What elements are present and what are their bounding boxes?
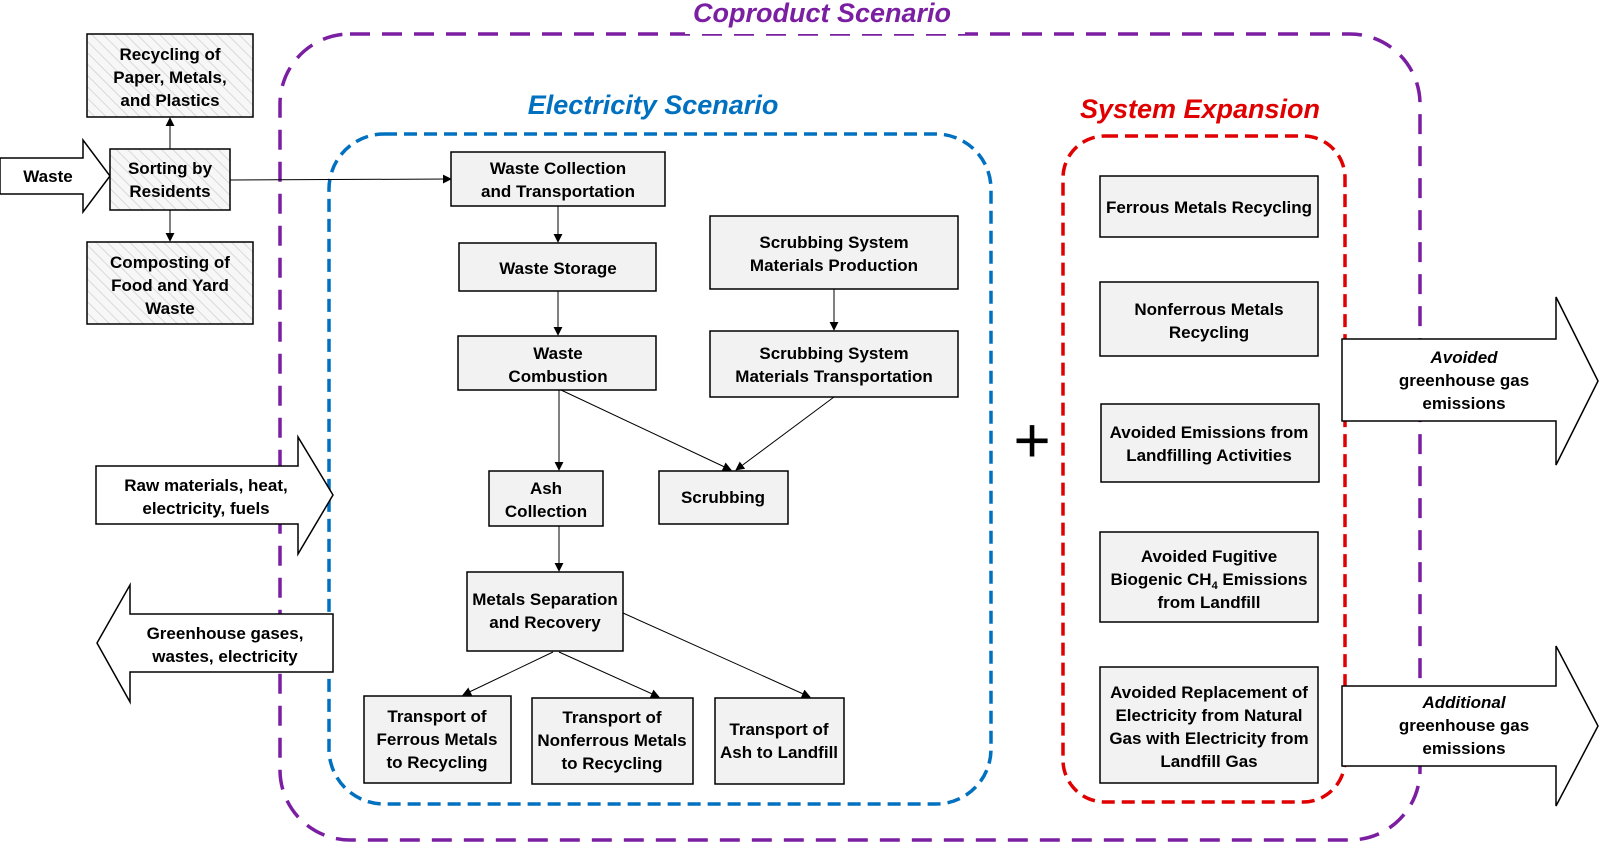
waste-combustion-box: Waste Combustion	[457, 335, 657, 391]
svg-text:from Landfill: from Landfill	[1158, 593, 1261, 612]
svg-text:electricity, fuels: electricity, fuels	[142, 499, 269, 518]
svg-text:to Recycling: to Recycling	[386, 753, 487, 772]
svg-text:Additional: Additional	[1421, 693, 1506, 712]
transport-ferrous-metals-box: Transport of Ferrous Metals to Recycling	[363, 695, 512, 784]
electricity-scenario-title: Electricity Scenario	[528, 90, 779, 120]
avoided-landfilling-emissions-box: Avoided Emissions from Landfilling Activ…	[1100, 403, 1320, 483]
waste-collection-transportation-box: Waste Collection and Transportation	[450, 151, 666, 207]
svg-text:Metals Separation: Metals Separation	[472, 590, 618, 609]
svg-text:Waste: Waste	[23, 167, 72, 186]
svg-text:wastes, electricity: wastes, electricity	[151, 647, 298, 666]
svg-text:greenhouse gas: greenhouse gas	[1399, 371, 1529, 390]
svg-text:Composting of: Composting of	[110, 253, 230, 272]
composting-food-yard-box: Composting of Food and Yard Waste	[86, 241, 254, 325]
ash-collection-box: Ash Collection	[488, 470, 604, 527]
svg-text:Avoided Fugitive: Avoided Fugitive	[1141, 547, 1277, 566]
transport-nonferrous-metals-box: Transport of Nonferrous Metals to Recycl…	[531, 697, 694, 785]
system-expansion-title: System Expansion	[1080, 94, 1320, 124]
edge-combustion-to-scrubbing	[560, 389, 732, 471]
ferrous-metals-recycling-box: Ferrous Metals Recycling	[1099, 175, 1319, 238]
svg-text:Ferrous Metals: Ferrous Metals	[377, 730, 498, 749]
svg-text:Recycling: Recycling	[1169, 323, 1249, 342]
scrubbing-materials-transportation-box: Scrubbing System Materials Transportatio…	[709, 330, 959, 398]
svg-text:Raw materials, heat,: Raw materials, heat,	[124, 476, 287, 495]
edge-metals-to-nonferrous	[558, 651, 660, 698]
greenhouse-gases-output-arrow: Greenhouse gases, wastes, electricity	[96, 582, 334, 705]
svg-text:Sorting by: Sorting by	[128, 159, 213, 178]
waste-storage-box: Waste Storage	[458, 242, 657, 292]
svg-text:Avoided: Avoided	[1429, 348, 1498, 367]
svg-text:Avoided Replacement of: Avoided Replacement of	[1110, 683, 1308, 702]
scrubbing-box: Scrubbing	[658, 470, 789, 525]
svg-text:Gas with Electricity from: Gas with Electricity from	[1109, 729, 1308, 748]
plus-symbol: +	[1013, 404, 1050, 476]
svg-text:emissions: emissions	[1422, 739, 1505, 758]
svg-text:Waste: Waste	[145, 299, 194, 318]
edge-scrub-transport-to-scrubbing	[735, 396, 835, 471]
svg-text:Transport of: Transport of	[387, 707, 487, 726]
svg-text:Electricity from Natural: Electricity from Natural	[1115, 706, 1302, 725]
svg-text:Nonferrous Metals: Nonferrous Metals	[1134, 300, 1283, 319]
svg-text:Combustion: Combustion	[508, 367, 607, 386]
edge-metals-to-ferrous	[462, 651, 554, 696]
waste-input-arrow: Waste	[0, 137, 111, 215]
electricity-region-boundary	[327, 132, 993, 806]
svg-text:Nonferrous Metals: Nonferrous Metals	[537, 731, 686, 750]
svg-text:Waste Collection: Waste Collection	[490, 159, 626, 178]
coproduct-scenario-title: Coproduct Scenario	[693, 0, 951, 28]
svg-text:and Transportation: and Transportation	[481, 182, 635, 201]
svg-text:Waste Storage: Waste Storage	[499, 259, 616, 278]
svg-text:Scrubbing System: Scrubbing System	[759, 344, 908, 363]
avoided-ghg-output-arrow: Avoided greenhouse gas emissions	[1341, 296, 1599, 466]
svg-text:Materials Production: Materials Production	[750, 256, 918, 275]
svg-text:Residents: Residents	[129, 182, 210, 201]
edge-metals-to-ash-landfill	[622, 612, 811, 698]
raw-materials-input-arrow: Raw materials, heat, electricity, fuels	[95, 434, 334, 557]
svg-text:Transport of: Transport of	[729, 720, 829, 739]
svg-text:Recycling of: Recycling of	[119, 45, 220, 64]
svg-text:Materials Transportation: Materials Transportation	[735, 367, 932, 386]
svg-text:Paper, Metals,: Paper, Metals,	[113, 68, 226, 87]
svg-text:Transport of: Transport of	[562, 708, 662, 727]
svg-text:greenhouse gas: greenhouse gas	[1399, 716, 1529, 735]
svg-text:Waste: Waste	[533, 344, 582, 363]
avoided-electricity-replacement-box: Avoided Replacement of Electricity from …	[1099, 666, 1319, 784]
avoided-fugitive-ch4-box: Avoided Fugitive Biogenic CH4 Emissions …	[1099, 531, 1319, 623]
svg-text:Food and Yard: Food and Yard	[111, 276, 229, 295]
svg-text:emissions: emissions	[1422, 394, 1505, 413]
svg-text:Greenhouse gases,: Greenhouse gases,	[147, 624, 304, 643]
svg-text:Scrubbing: Scrubbing	[681, 488, 765, 507]
scrubbing-materials-production-box: Scrubbing System Materials Production	[709, 215, 959, 290]
svg-text:Landfill Gas: Landfill Gas	[1160, 752, 1257, 771]
svg-text:Ash: Ash	[530, 479, 562, 498]
edge-sorting-to-collection	[229, 174, 452, 184]
metals-separation-recovery-box: Metals Separation and Recovery	[466, 571, 624, 652]
system-expansion-region-boundary	[1061, 134, 1347, 804]
recycling-paper-metals-plastics-box: Recycling of Paper, Metals, and Plastics	[86, 33, 254, 118]
sorting-by-residents-box: Sorting by Residents	[109, 148, 231, 211]
transport-ash-landfill-box: Transport of Ash to Landfill	[714, 697, 845, 785]
svg-text:Scrubbing System: Scrubbing System	[759, 233, 908, 252]
svg-text:to Recycling: to Recycling	[561, 754, 662, 773]
svg-text:Collection: Collection	[505, 502, 587, 521]
nonferrous-metals-recycling-box: Nonferrous Metals Recycling	[1099, 281, 1319, 357]
svg-text:Ash to Landfill: Ash to Landfill	[720, 743, 838, 762]
svg-text:and Recovery: and Recovery	[489, 613, 601, 632]
svg-text:Landfilling Activities: Landfilling Activities	[1126, 446, 1292, 465]
svg-text:Biogenic CH4 Emissions: Biogenic CH4 Emissions	[1111, 570, 1308, 592]
additional-ghg-output-arrow: Additional greenhouse gas emissions	[1341, 645, 1599, 807]
svg-text:and Plastics: and Plastics	[120, 91, 219, 110]
svg-text:Avoided Emissions from: Avoided Emissions from	[1110, 423, 1309, 442]
svg-text:Ferrous Metals Recycling: Ferrous Metals Recycling	[1106, 198, 1312, 217]
